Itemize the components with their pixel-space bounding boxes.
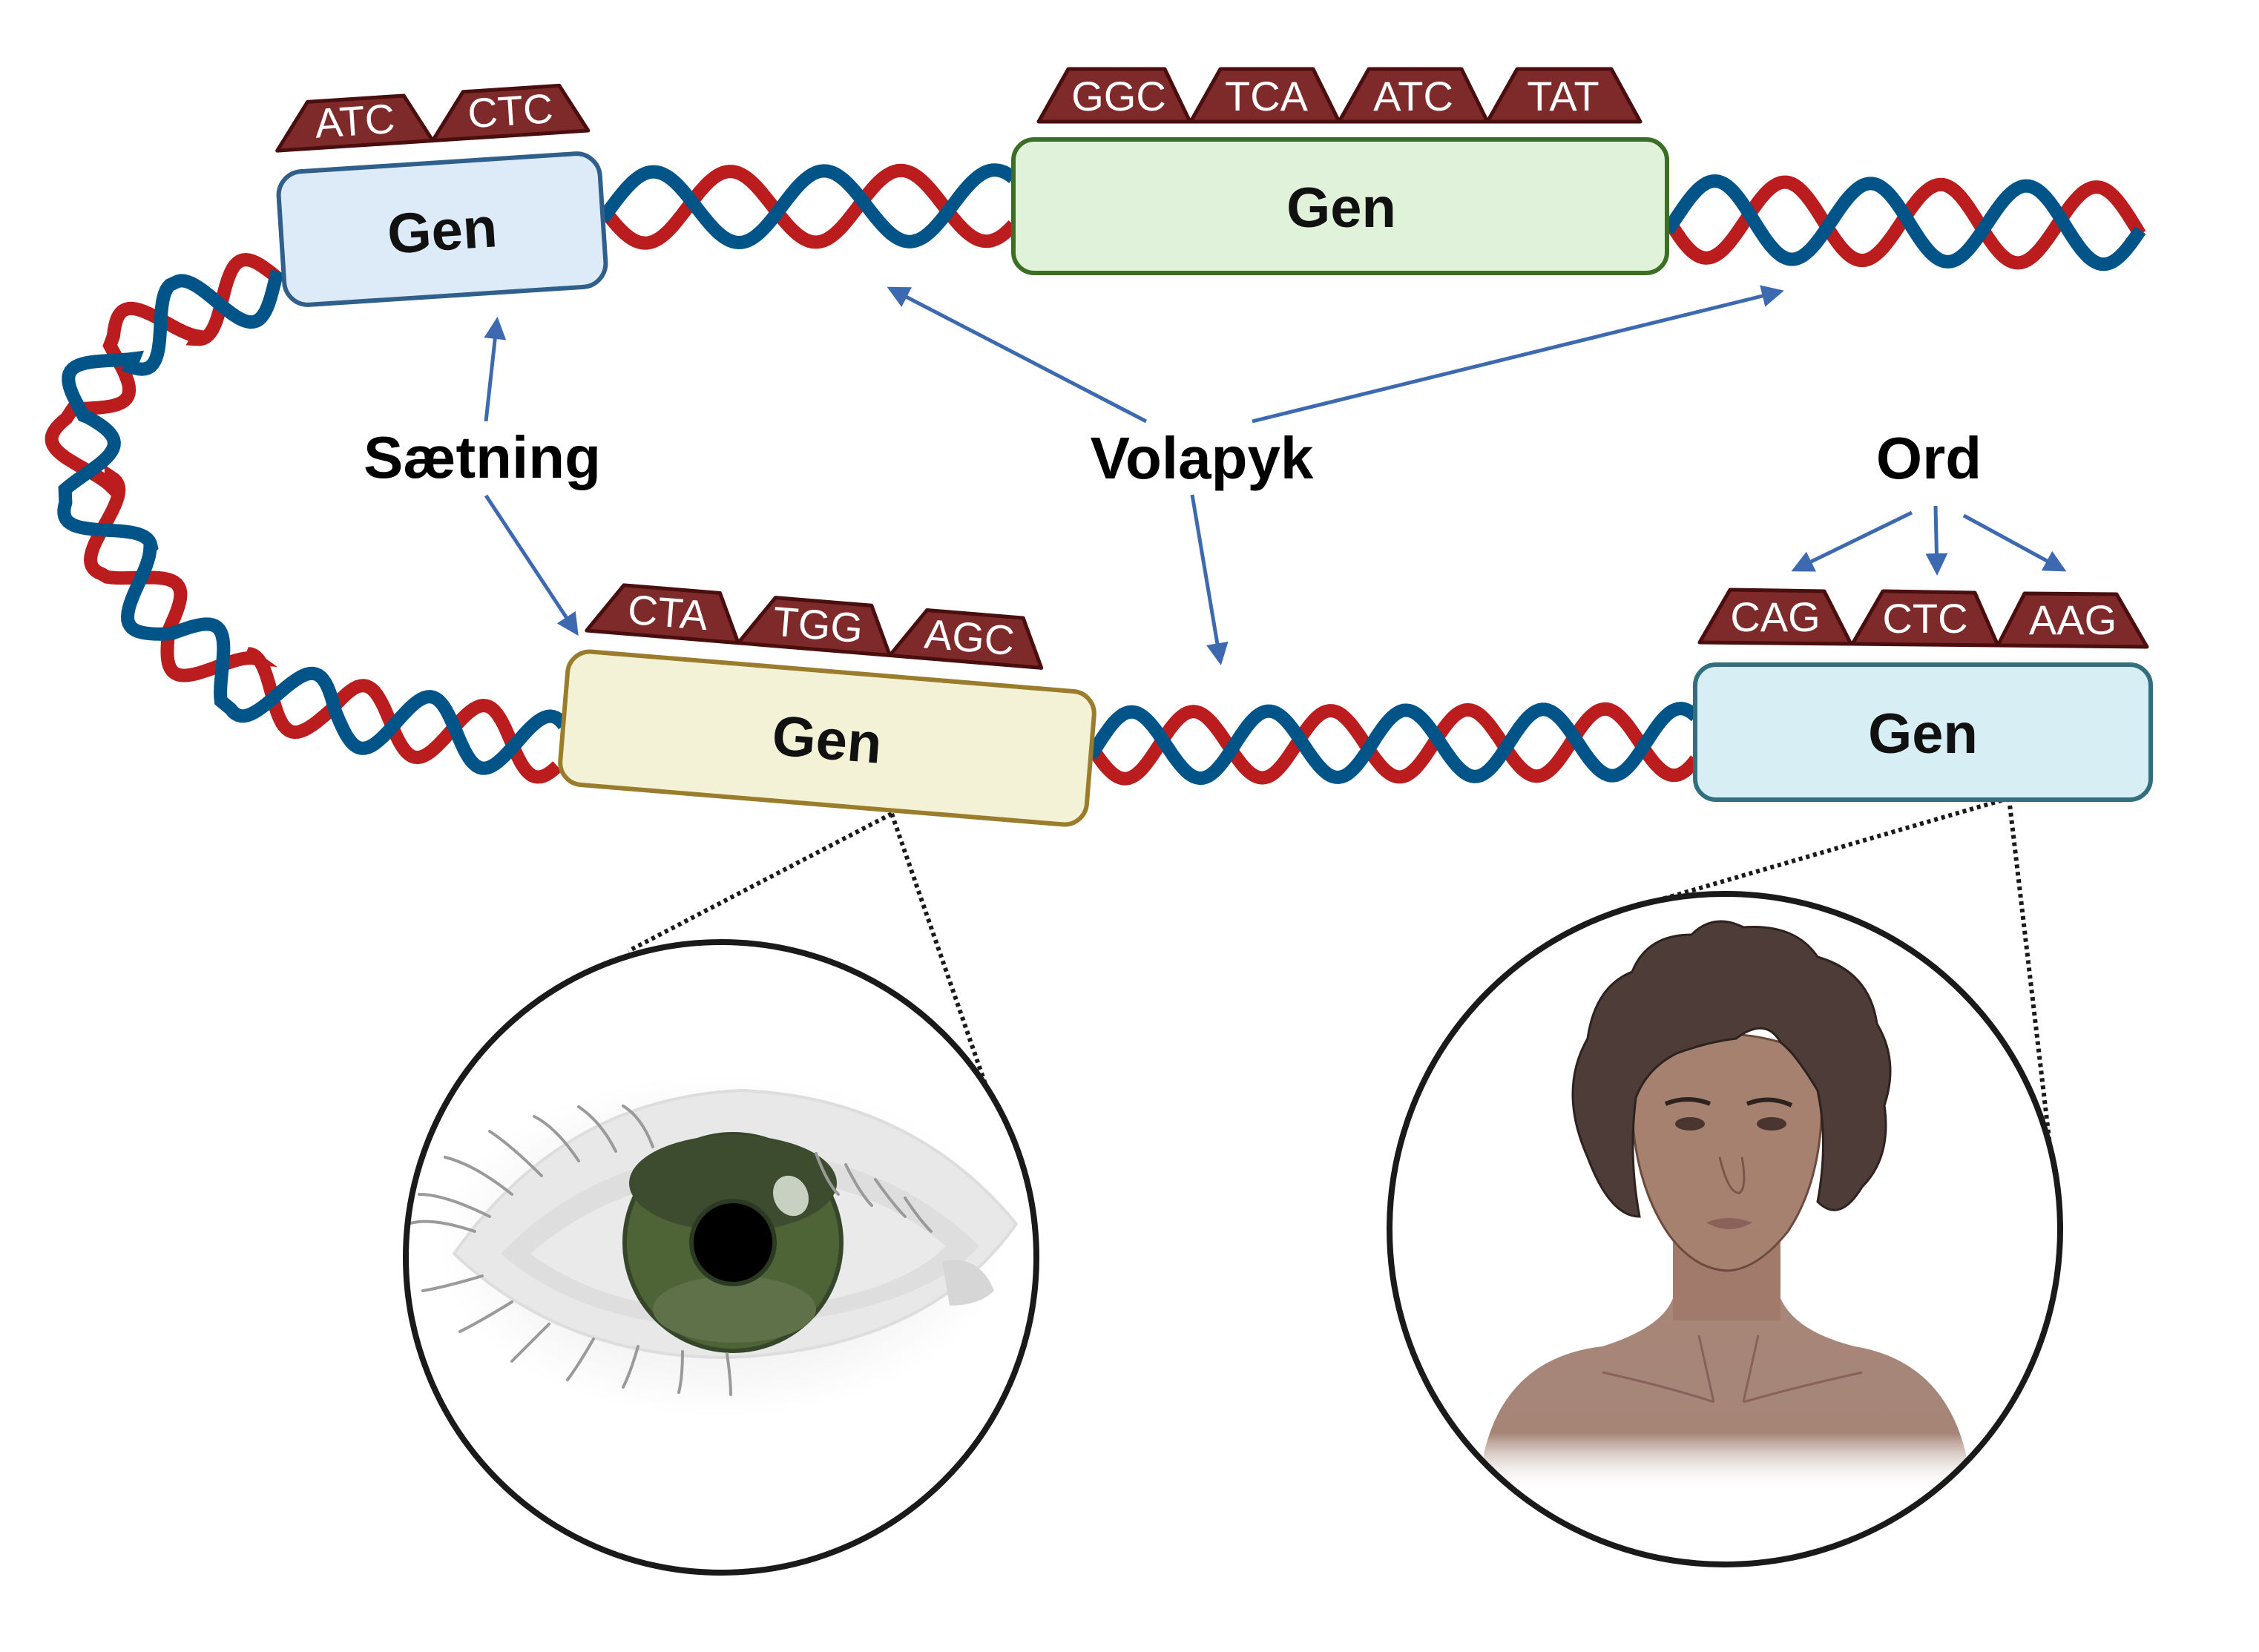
- codon-tag: CTA: [585, 583, 740, 645]
- arrows: [484, 285, 2067, 665]
- connector-person-left: [1654, 796, 2010, 904]
- eye-highlight: [773, 1175, 809, 1217]
- codon-label: CTC: [466, 85, 554, 136]
- strand-blue: [597, 163, 1018, 250]
- label-word: Ord: [1876, 425, 1982, 491]
- iris-light: [653, 1276, 816, 1343]
- gene-box-top-left: ATC CTC Gen: [275, 83, 608, 307]
- strand-blue: [1085, 702, 1700, 786]
- left-eye: [1675, 1117, 1705, 1131]
- nose: [1718, 1156, 1746, 1194]
- gene-box-top-center: GGC TCA ATC TAT Gen: [1011, 67, 1669, 275]
- codon-group: CTA TGG AGC: [585, 583, 1044, 670]
- shoulders: [1484, 1298, 1966, 1491]
- codon-label: CAG: [1730, 593, 1820, 640]
- helix-bottom-middle: [1085, 702, 1702, 786]
- label-gibberish: Volapyk: [1091, 425, 1314, 491]
- codon-tag: TGG: [736, 596, 892, 658]
- right-eye: [1757, 1117, 1786, 1131]
- eye-inset: [403, 939, 1039, 1576]
- arrow-sentence-to-top-gene: [484, 317, 507, 422]
- gene-box-bottom-left: CTA TGG AGC Gen: [558, 583, 1096, 827]
- helix-top-left-to-center: [596, 163, 1019, 250]
- gene-box: [558, 649, 1096, 827]
- strand-red: [1085, 702, 1702, 786]
- connector-eye-left: [627, 812, 893, 953]
- codon-label: AGC: [923, 610, 1016, 664]
- arrow-gibberish-to-left-helix: [887, 286, 1148, 424]
- gene-box: [1011, 137, 1669, 275]
- gene-box: [276, 151, 608, 307]
- person-inset: [1387, 891, 2063, 1567]
- codon-label: CTC: [1882, 595, 1967, 642]
- gene-box: [1693, 662, 2153, 802]
- gene-box-bottom-right: CAG CTC AAG Gen: [1693, 588, 2153, 802]
- codon-label: GGC: [1071, 73, 1166, 119]
- codon-label: CTA: [626, 586, 710, 639]
- strand-blue: [57, 269, 570, 775]
- codon-group: GGC TCA ATC TAT: [1036, 67, 1643, 124]
- codon-label: AAG: [2029, 596, 2117, 643]
- codon-label: ATC: [1373, 73, 1453, 119]
- codon-label: TAT: [1527, 73, 1599, 119]
- arrow-word-to-codon-3: [1962, 513, 2067, 572]
- codon-tag: TCA: [1188, 67, 1341, 124]
- gene-label: Gen: [386, 196, 499, 266]
- gene-label: Gen: [1868, 702, 1978, 766]
- arrow-gibberish-to-bottom-helix: [1190, 494, 1229, 665]
- arrow-gibberish-to-right-helix: [1252, 285, 1784, 424]
- dna-double-helix: [45, 163, 2146, 786]
- tear-duct: [942, 1260, 994, 1306]
- gene-label: Gen: [770, 704, 884, 776]
- codon-tag: ATC: [275, 93, 435, 153]
- codon-group: CAG CTC AAG: [1697, 588, 2149, 649]
- helix-top-right: [1662, 174, 2146, 272]
- hair: [1571, 920, 1892, 1218]
- eyelashes: [408, 1105, 933, 1396]
- codon-group: ATC CTC: [275, 83, 591, 153]
- helix-left-loop: [45, 253, 570, 784]
- codon-tag: ATC: [1337, 67, 1490, 124]
- arrow-word-to-codon-1: [1791, 510, 1913, 572]
- codon-tag: CAG: [1697, 588, 1853, 646]
- codon-tag: CTC: [1850, 589, 2000, 648]
- zoom-connectors: [627, 796, 2054, 1217]
- person-inset-border: [1387, 891, 2063, 1567]
- codon-tag: CTC: [430, 83, 591, 143]
- gene-label: Gen: [1286, 177, 1396, 240]
- codon-label: ATC: [313, 95, 396, 147]
- eyebrows: [1664, 1097, 1793, 1108]
- codon-tag: AAG: [1996, 591, 2149, 649]
- strand-red: [45, 253, 562, 784]
- mouth: [1706, 1218, 1752, 1229]
- codon-tag: GGC: [1036, 67, 1192, 124]
- arrow-word-to-codon-2: [1925, 505, 1948, 576]
- pupil: [689, 1199, 777, 1286]
- strand-blue: [1662, 174, 2146, 272]
- label-sentence: Sætning: [364, 424, 601, 490]
- codon-tag: AGC: [887, 608, 1044, 670]
- codon-label: TGG: [771, 598, 864, 652]
- connector-person-right: [2007, 797, 2054, 1158]
- eye-inset-border: [403, 939, 1039, 1576]
- collarbones: [1602, 1335, 1863, 1403]
- codon-tag: TAT: [1485, 67, 1643, 124]
- arrow-sentence-to-bottom-gene: [484, 494, 579, 636]
- codon-label: TCA: [1225, 73, 1309, 119]
